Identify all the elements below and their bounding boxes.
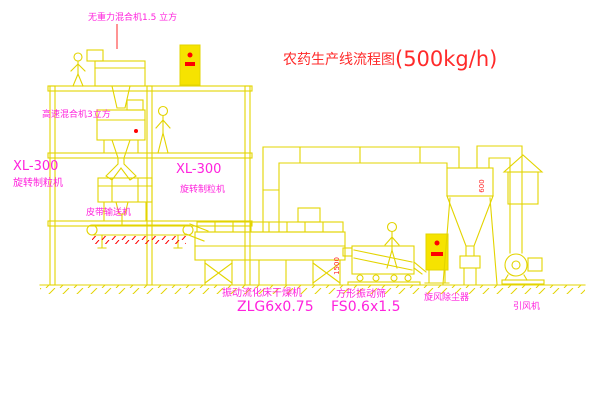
ground-line xyxy=(39,284,586,294)
worker-figure-2 xyxy=(155,105,171,154)
dimension-screen: 1500 xyxy=(333,257,341,275)
granulator xyxy=(97,177,153,225)
label-screen-model: FS0.6x1.5 xyxy=(331,299,401,315)
label-cyclone: 旋风除尘器 xyxy=(424,291,469,303)
fluid-bed-dryer xyxy=(194,207,346,286)
label-granulator-mid-model: XL-300 xyxy=(176,162,221,177)
gravity-mixer xyxy=(86,49,146,109)
vibrating-screen xyxy=(342,245,427,286)
control-cabinet-2 xyxy=(424,233,450,284)
induced-draft-fan xyxy=(501,253,545,285)
worker-figure-3 xyxy=(384,221,400,269)
label-high-speed-mixer: 高速混合机3立方 xyxy=(42,108,111,120)
y-chute xyxy=(105,157,137,181)
dimension-cyclone: 600 xyxy=(478,179,486,192)
control-cabinet-1 xyxy=(179,44,201,86)
label-granulator-left-name: 旋转制粒机 xyxy=(13,176,63,189)
diagram-title: 农药生产线流程图 xyxy=(283,52,395,68)
indicator-dot xyxy=(187,52,193,58)
main-duct xyxy=(262,146,460,233)
diagram-title-capacity: (500kg/h) xyxy=(395,47,497,71)
label-dryer-model: ZLG6x0.75 xyxy=(237,299,314,315)
exhaust-duct-stack xyxy=(476,145,544,254)
label-dryer-name: 振动流化床干燥机 xyxy=(222,286,302,299)
high-speed-mixer xyxy=(96,99,146,159)
label-gravity-mixer: 无重力混合机1.5 立方 xyxy=(88,11,177,23)
label-granulator-left-model: XL-300 xyxy=(13,159,58,174)
worker-figure-1 xyxy=(70,52,86,87)
feed-hopper xyxy=(297,207,321,223)
label-belt-conveyor: 皮带输送机 xyxy=(86,206,131,218)
indicator-dot xyxy=(434,240,440,246)
label-fan: 引风机 xyxy=(513,300,540,312)
building-frame xyxy=(47,85,253,286)
cyclone-separator xyxy=(442,167,498,285)
label-screen-name: 方形振动筛 xyxy=(336,287,386,300)
label-granulator-mid-name: 旋转制粒机 xyxy=(180,183,225,195)
indicator-dot xyxy=(134,129,138,133)
